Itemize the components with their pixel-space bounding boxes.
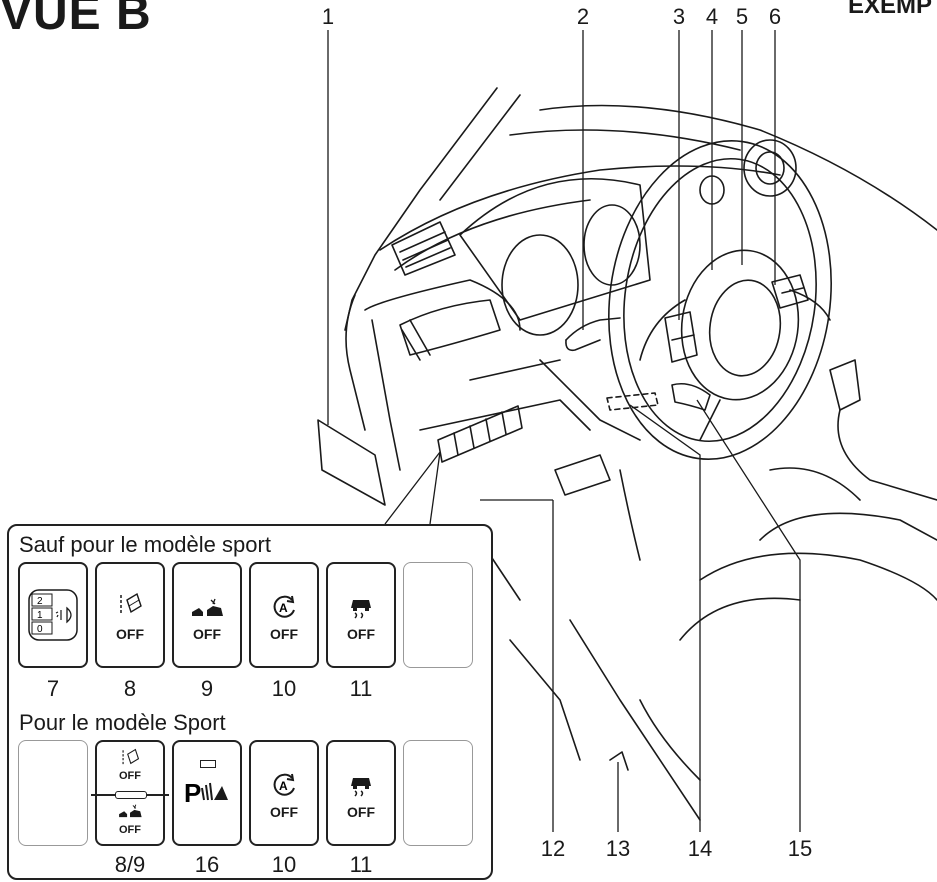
svg-text:A: A xyxy=(279,779,288,793)
esp-off-switch: OFF xyxy=(326,740,396,846)
off-text: OFF xyxy=(270,626,298,642)
blank-switch xyxy=(403,562,473,668)
label-8-9: 8/9 xyxy=(114,852,146,877)
off-text-top: OFF xyxy=(119,770,141,782)
callout-3: 3 xyxy=(672,4,686,29)
blind-spot-off-switch: OFF xyxy=(95,562,165,668)
divider-knob xyxy=(115,791,147,799)
esp-off-switch: OFF xyxy=(326,562,396,668)
off-text: OFF xyxy=(116,626,144,642)
off-text: OFF xyxy=(347,626,375,642)
off-text: OFF xyxy=(347,804,375,820)
callout-13: 13 xyxy=(605,836,631,861)
auto-stop-start-off-switch: A OFF xyxy=(249,740,319,846)
off-text: OFF xyxy=(270,804,298,820)
auto-stop-start-icon: A xyxy=(273,595,295,618)
dual-sensor-brake-off-switch: OFF xyxy=(172,562,242,668)
blank-switch xyxy=(403,740,473,846)
esp-skid-icon xyxy=(351,600,371,619)
collision-brake-icon xyxy=(119,804,142,818)
leveling-scale-0: 0 xyxy=(37,624,43,635)
label-8: 8 xyxy=(123,676,137,701)
blank-switch xyxy=(18,740,88,846)
blind-spot-icon xyxy=(122,748,140,766)
svg-text:A: A xyxy=(279,601,288,615)
headlight-leveling-icon: 2 1 0 xyxy=(28,589,78,641)
auto-stop-start-icon: A xyxy=(273,773,295,796)
callout-14: 14 xyxy=(687,836,713,861)
label-11: 11 xyxy=(349,676,373,701)
callout-1: 1 xyxy=(321,4,335,29)
blind-spot-dual-brake-off-switch: OFF OFF xyxy=(91,740,169,846)
leveling-scale-2: 2 xyxy=(37,596,43,607)
off-text-bottom: OFF xyxy=(119,824,141,836)
svg-text:P: P xyxy=(184,778,201,808)
esp-skid-icon xyxy=(351,778,371,797)
off-text: OFF xyxy=(193,626,221,642)
callout-4: 4 xyxy=(705,4,719,29)
parking-sensor-icon: P xyxy=(184,778,228,808)
label-10: 10 xyxy=(271,676,297,701)
section-title-standard: Sauf pour le modèle sport xyxy=(19,532,271,557)
view-title: VUE B xyxy=(0,0,152,40)
indicator-lamp xyxy=(200,760,216,768)
auto-stop-start-off-switch: A OFF xyxy=(249,562,319,668)
callout-12: 12 xyxy=(540,836,566,861)
label-9: 9 xyxy=(200,676,214,701)
callout-15: 15 xyxy=(787,836,813,861)
label-7: 7 xyxy=(46,676,60,701)
switch-panel-inset: Sauf pour le modèle sport 2 1 0 7 OFF 8 xyxy=(7,524,493,880)
corner-label: EXEMP xyxy=(848,0,933,19)
callout-5: 5 xyxy=(735,4,749,29)
label-10: 10 xyxy=(271,852,297,877)
label-11: 11 xyxy=(349,852,373,877)
callout-2: 2 xyxy=(576,4,590,29)
collision-brake-icon xyxy=(192,598,223,616)
blind-spot-icon xyxy=(120,592,142,615)
callout-6: 6 xyxy=(768,4,782,29)
headlight-leveling-switch: 2 1 0 xyxy=(18,562,88,668)
parking-sensor-switch: P xyxy=(172,740,242,846)
section-title-sport: Pour le modèle Sport xyxy=(19,710,226,735)
label-16: 16 xyxy=(194,852,220,877)
leveling-scale-1: 1 xyxy=(37,610,43,621)
